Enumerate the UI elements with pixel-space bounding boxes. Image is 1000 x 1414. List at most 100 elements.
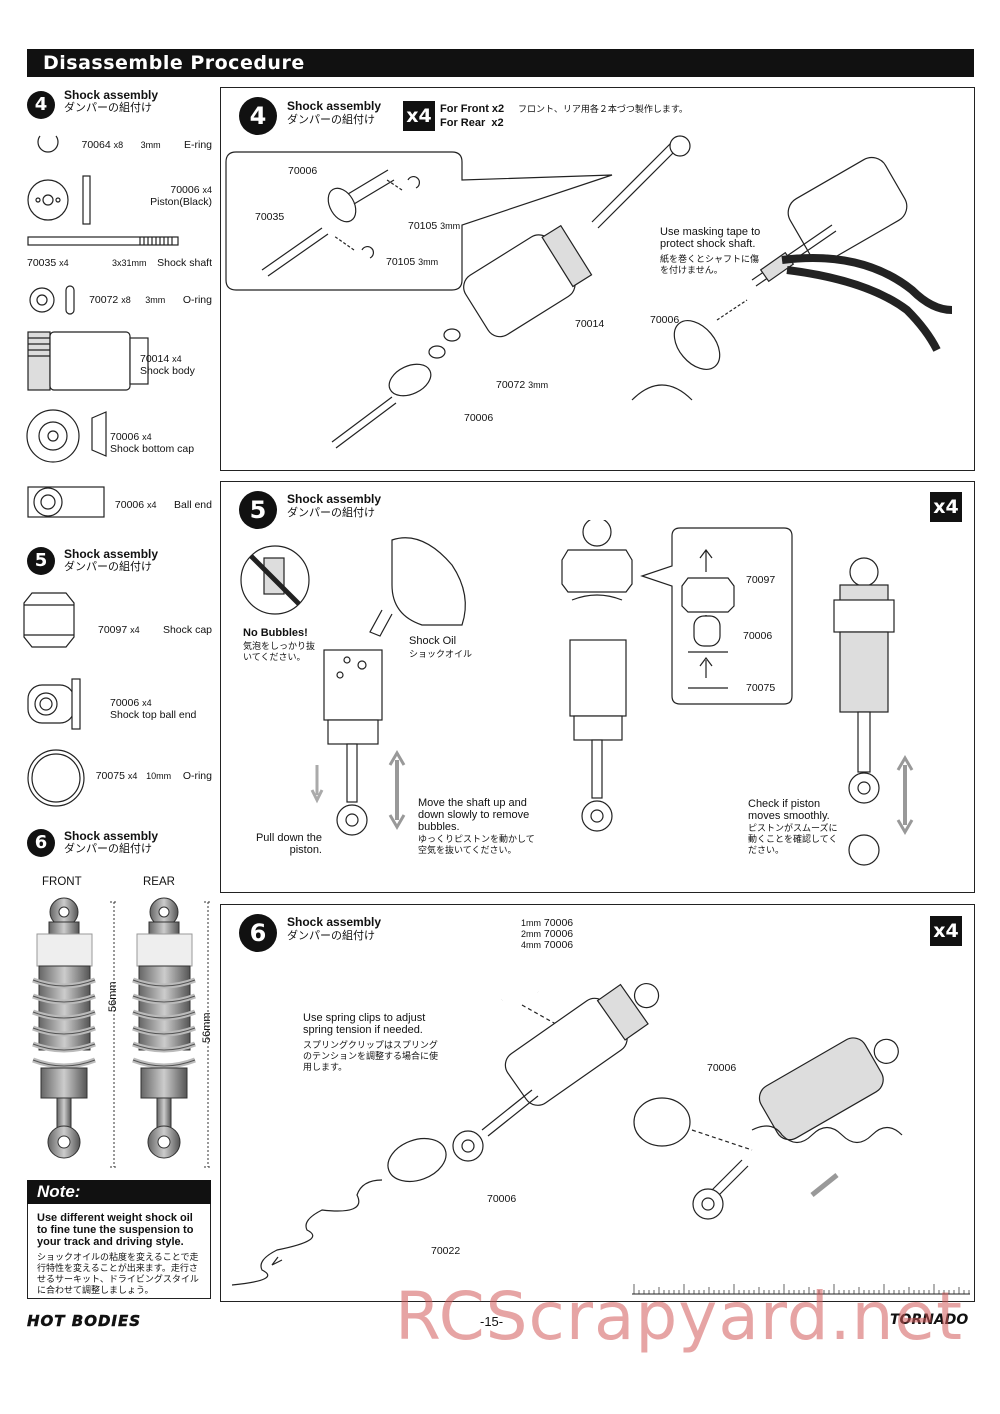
hot-bodies-logo: HOT BODIES xyxy=(27,1312,142,1331)
measurement-ruler xyxy=(632,1284,970,1295)
part-number: 70064 xyxy=(81,139,111,151)
part-70006-ball-end-row: 70006 x4 Ball end xyxy=(110,499,212,511)
part-number: 70006 xyxy=(114,499,145,511)
move-shaft-note-jp: ゆっくりピストンを動かして空気を抜いてください。 xyxy=(418,834,535,855)
masking-tape-note: Use masking tape to protect shock shaft. xyxy=(660,226,761,250)
sidebar-step-4-badge: 4 xyxy=(27,91,55,119)
step4-label-70105-top: 70105 3mm xyxy=(408,220,460,232)
step-6-title: Shock assembly xyxy=(287,915,382,929)
step-4-assembly-drawing xyxy=(225,135,953,449)
part-qty: x4 xyxy=(130,625,140,635)
part-qty: x4 xyxy=(172,354,182,364)
part-qty: x4 xyxy=(202,185,212,195)
part-qty: x4 xyxy=(142,432,152,442)
spring-clip-list: 1mm 70006 2mm 70006 4mm 70006 xyxy=(521,918,573,951)
sidebar-step-6-badge: 6 xyxy=(27,829,55,857)
page-number: -15- xyxy=(480,1314,504,1329)
part-number: 70006 xyxy=(543,928,574,940)
part-70014-row: 70014 x4 Shock body xyxy=(140,353,212,377)
part-70006-piston-row: 70006 x4 Piston(Black) xyxy=(110,184,212,208)
pull-down-note: Pull down the piston. xyxy=(255,832,322,856)
rear-length-label: 56mm xyxy=(201,1012,213,1043)
sidebar-parts-5-drawings xyxy=(23,592,85,807)
step5-inset-70075: 70075 xyxy=(746,682,776,694)
step-6-assembly-drawing xyxy=(231,982,903,1286)
step4-label-70014: 70014 xyxy=(575,318,605,330)
step-5-title-jp: ダンパーの組付け xyxy=(287,507,375,519)
part-size: 3x31mm xyxy=(112,258,147,268)
part-name: Shock body xyxy=(140,365,195,377)
note-header: Note: xyxy=(27,1180,211,1204)
part-70075-row: 70075 x4 10mm O-ring xyxy=(90,770,212,782)
tornado-logo: TORNADO xyxy=(890,1312,969,1328)
step-4-badge: 4 xyxy=(239,97,277,135)
step-5-title: Shock assembly xyxy=(287,492,382,506)
step4-label-70006-cap: 70006 xyxy=(464,412,494,424)
section-header: Disassemble Procedure xyxy=(27,49,974,77)
part-number: 70006 xyxy=(543,917,574,929)
step4-label-70072: 70072 3mm xyxy=(496,379,548,391)
step-4-quantity-badge: x4 xyxy=(403,101,435,131)
no-bubbles-label: No Bubbles! xyxy=(243,627,308,639)
part-qty: x4 xyxy=(127,771,138,781)
part-name: Ball end xyxy=(174,499,212,511)
step4-label-70006-ball-end: 70006 xyxy=(650,314,680,326)
part-size: 10mm xyxy=(146,771,172,781)
sidebar-step-5-title-jp: ダンパーの組付け xyxy=(64,561,152,573)
check-piston-note: Check if piston moves smoothly. xyxy=(748,798,830,822)
clip-4mm: 4mm 70006 xyxy=(521,940,573,951)
step-6-title-jp: ダンパーの組付け xyxy=(287,930,375,942)
part-number: 70072 xyxy=(496,379,526,391)
part-name: Piston(Black) xyxy=(150,196,212,208)
check-piston-note-jp: ピストンがスムーズに動くことを確認してください。 xyxy=(748,823,838,855)
part-number: 70075 xyxy=(95,770,125,782)
part-number: 70006 xyxy=(170,184,200,196)
masking-tape-note-jp: 紙を巻くとシャフトに傷を付けません。 xyxy=(660,254,760,275)
rear-label: REAR xyxy=(143,876,175,888)
step-4-jp-note: フロント、リア用各２本づつ製作します。 xyxy=(518,104,688,114)
watermark: RCScrapyard.net xyxy=(395,1278,963,1355)
part-number: 70006 xyxy=(110,431,140,443)
part-name: Shock shaft xyxy=(157,257,212,269)
sidebar-step-5-badge: 5 xyxy=(27,547,55,575)
step4-label-70105-bottom: 70105 3mm xyxy=(386,256,438,268)
step-5-quantity-badge: x4 xyxy=(930,492,962,522)
part-name: Shock cap xyxy=(162,624,212,636)
part-name: Shock top ball end xyxy=(110,709,197,721)
step6-label-70006-cap: 70006 xyxy=(487,1193,517,1205)
front-length-label: 56mm xyxy=(107,981,119,1012)
part-name: E-ring xyxy=(183,139,212,151)
part-70006-bottom-cap-row: 70006 x4 Shock bottom cap xyxy=(110,431,212,455)
part-size: 3mm xyxy=(140,140,161,150)
step6-label-70022: 70022 xyxy=(431,1245,461,1257)
part-number: 70105 xyxy=(408,220,438,232)
part-size: 3mm xyxy=(440,221,461,231)
part-70064-row: 70064 x8 3mm E-ring xyxy=(60,139,212,151)
part-number: 70097 xyxy=(97,624,128,636)
step5-inset-70097: 70097 xyxy=(746,574,776,586)
step-4-rear-count: For Rear x2 xyxy=(440,117,504,129)
part-qty: x4 xyxy=(142,698,152,708)
part-qty: x4 xyxy=(147,500,157,510)
part-70035-row: 70035 x4 3x31mm Shock shaft xyxy=(27,257,212,269)
clip-size: 4mm xyxy=(521,940,541,950)
part-size: 3mm xyxy=(528,380,549,390)
part-name: O-ring xyxy=(182,294,212,306)
spring-clip-note: Use spring clips to adjust spring tensio… xyxy=(303,1012,426,1036)
step5-inset-70006: 70006 xyxy=(743,630,773,642)
clip-size: 2mm xyxy=(521,929,541,939)
part-size: 3mm xyxy=(418,257,439,267)
part-number: 70006 xyxy=(110,697,140,709)
step-5-badge: 5 xyxy=(239,491,277,529)
spring-clip-note-jp: スプリングクリップはスプリングのテンションを調整する場合に使用します。 xyxy=(303,1040,439,1072)
part-name: O-ring xyxy=(182,770,212,782)
front-rear-shock-illustration xyxy=(32,892,212,1168)
sidebar-step-4-title: Shock assembly xyxy=(64,88,159,102)
clip-2mm: 2mm 70006 xyxy=(521,929,573,940)
note-text-jp: ショックオイルの粘度を変えることで走行特性を変えることが出来ます。走行させるサー… xyxy=(37,1252,199,1295)
step-4-title: Shock assembly xyxy=(287,99,382,113)
part-name: Shock bottom cap xyxy=(110,443,195,455)
step4-label-70035: 70035 xyxy=(255,211,285,223)
note-text-en: Use different weight shock oil to fine t… xyxy=(37,1212,194,1248)
sidebar-step-5-title: Shock assembly xyxy=(64,547,159,561)
